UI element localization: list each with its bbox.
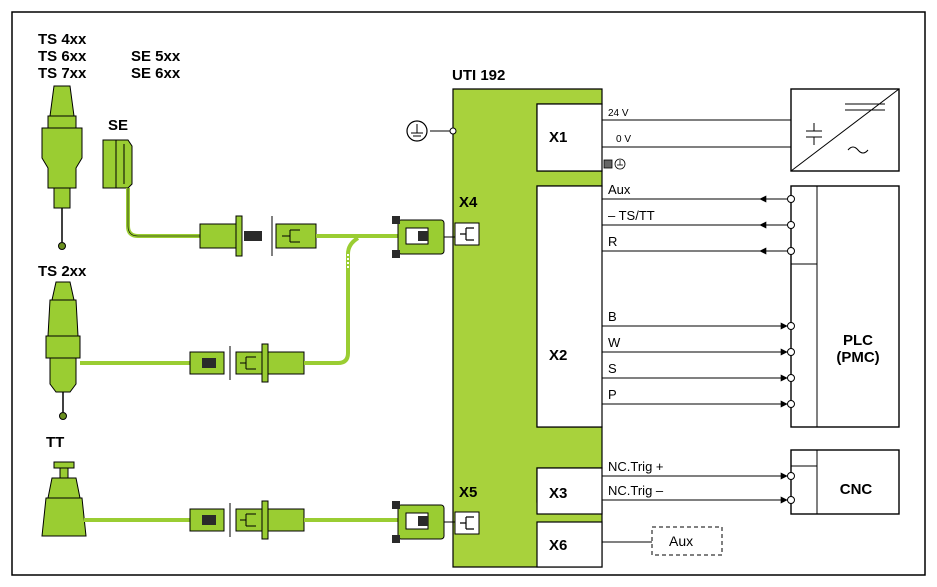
ground-symbol-icon [406,120,457,142]
label-ts4xx: TS 4xx [38,31,87,48]
x4-socket-icon [454,222,480,246]
power-supply-icon [790,88,900,172]
connector-x6: X6 [549,537,567,554]
signal-b: B [608,309,617,324]
signal-line-b [602,322,795,330]
signal-line-nc-trig-minus [602,496,795,504]
se-plug-connector-icon [199,215,317,257]
label-se5xx: SE 5xx [131,48,181,65]
cable-se [126,188,200,238]
signal-p: P [608,387,617,402]
signal-nc-trig-plus: NC.Trig + [608,459,664,474]
label-se6xx: SE 6xx [131,65,181,82]
x6-block [536,521,603,568]
x3-block [536,467,603,515]
unit-title: UTI 192 [452,67,505,84]
cnc-box [790,449,900,515]
cable-ts2xx-to-x4 [304,236,360,365]
signal-r: R [608,234,617,249]
signal-s: S [608,361,617,376]
ts2xx-probe-icon [45,281,81,420]
signal-line-r [602,247,795,255]
plc-label: PLC [843,332,873,349]
signal-line-aux [602,195,795,203]
ts2xx-plug-connector-icon [189,343,305,383]
connector-x5: X5 [459,484,477,501]
aux-dashed-box [651,526,723,556]
connector-x4: X4 [459,194,478,211]
ts-spindle-probe-icon [41,85,83,250]
pmc-label: (PMC) [836,349,879,366]
diagram-frame [11,11,926,576]
se-transceiver-icon [102,139,133,189]
tt-tool-probe-icon [41,461,87,537]
label-ts7xx: TS 7xx [38,65,87,82]
signal-24v: 24 V [608,108,629,119]
x2-block [536,185,603,428]
x5-socket-icon [454,511,480,535]
signal-line-s [602,374,795,382]
cnc-label: CNC [840,481,873,498]
x5-cable-plug-icon [392,501,455,543]
tt-plug-connector-icon [189,500,305,540]
signal-ts-tt: – TS/TT [608,208,655,223]
plc-box [790,185,900,428]
signal-w: W [608,335,621,350]
pe-terminal-icon [603,158,626,170]
connector-x1: X1 [549,129,567,146]
signal-line-p [602,400,795,408]
signal-nc-trig-minus: NC.Trig – [608,483,664,498]
label-tt: TT [46,434,64,451]
signal-line-nc-trig-plus [602,472,795,480]
x1-block [536,103,603,172]
connector-x2: X2 [549,347,567,364]
label-ts2xx: TS 2xx [38,263,87,280]
signal-line-w [602,348,795,356]
label-se: SE [108,117,128,134]
signal-aux: Aux [608,182,631,197]
aux-box-label: Aux [669,533,693,549]
x4-cable-plug-icon [392,216,455,258]
connector-x3: X3 [549,485,567,502]
signal-line-ts-tt [602,221,795,229]
signal-0v: 0 V [616,134,631,145]
label-ts6xx: TS 6xx [38,48,87,65]
